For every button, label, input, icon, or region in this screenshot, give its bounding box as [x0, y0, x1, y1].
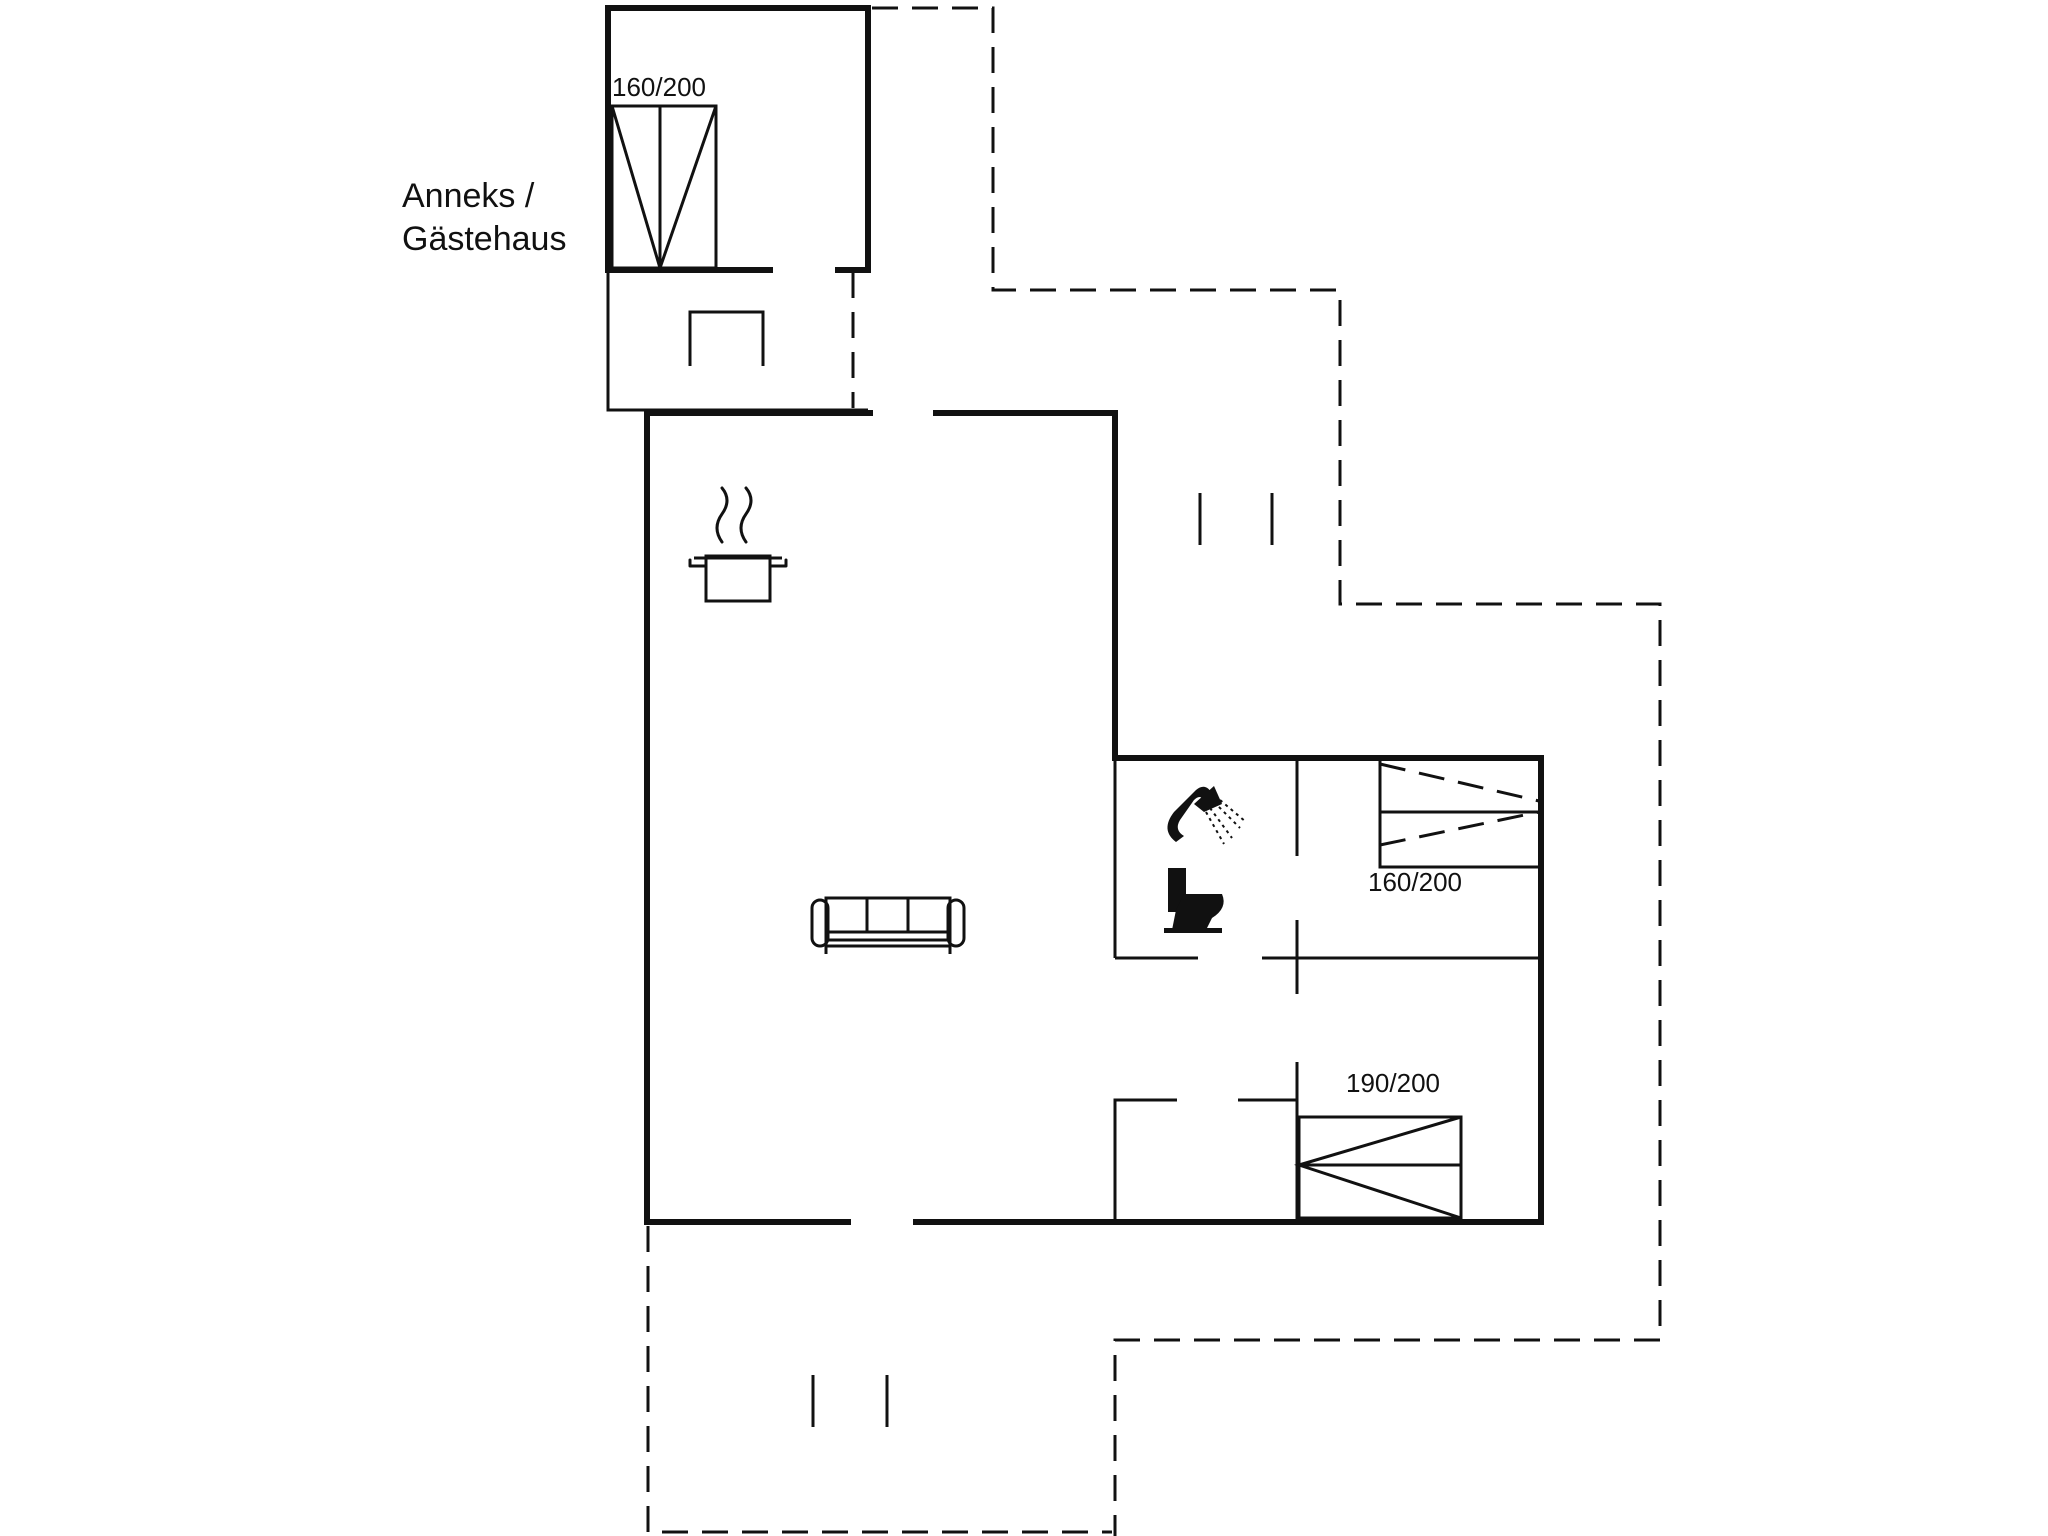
terrace-east: [872, 6, 1662, 1536]
shower-icon: [1167, 786, 1247, 845]
annex-building: [605, 5, 871, 412]
bed-annex-size: 160/200: [612, 72, 706, 102]
annex-label-line1: Anneks /: [402, 177, 535, 215]
bed-room1-size: 160/200: [1368, 867, 1462, 897]
bed-room1: [1378, 761, 1540, 869]
interior-walls: [1113, 758, 1538, 1220]
annex-bed: [610, 104, 718, 273]
main-house-walls: [644, 410, 1544, 1225]
annex-label-line2: Gästehaus: [402, 220, 566, 258]
toilet-icon: [1164, 868, 1224, 933]
terrace-south: [646, 1226, 1112, 1534]
bed-room2: [1293, 1115, 1463, 1220]
kitchen-pot-icon: [688, 486, 788, 603]
bed-room2-size: 190/200: [1346, 1068, 1440, 1098]
sofa-icon: [810, 896, 966, 954]
